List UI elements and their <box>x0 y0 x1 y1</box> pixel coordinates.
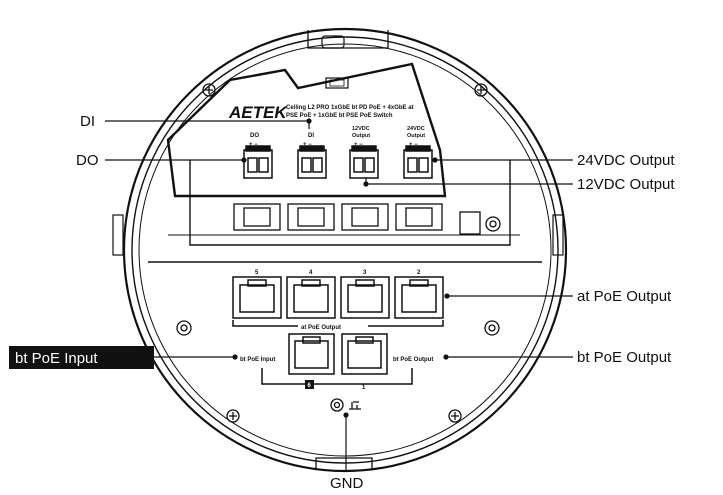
bt-input-device-label: bt PoE Input <box>240 357 275 363</box>
housing <box>112 27 568 473</box>
callout-gnd: GND <box>330 475 364 492</box>
terminal-label-12v-line1: 12VDC <box>352 126 370 132</box>
terminal-label-do: DO <box>250 133 259 139</box>
ground-icon <box>330 398 361 412</box>
port-number-3: 3 <box>363 270 367 276</box>
port-number-5: 5 <box>255 270 259 276</box>
rj45-port-1 <box>341 333 388 375</box>
screw-icon <box>448 409 462 423</box>
screw-icon <box>474 83 488 97</box>
terminal-block-do <box>243 145 273 179</box>
rj45-port-2 <box>394 276 444 319</box>
rj45-port-3 <box>340 276 390 319</box>
rj45-port-4 <box>286 276 336 319</box>
polarity-do: + − <box>249 142 258 148</box>
port-1-label: 1 <box>362 385 366 391</box>
terminal-block-di <box>297 145 327 179</box>
bt-output-device-label: bt PoE Output <box>393 357 433 363</box>
terminal-block-24v <box>403 145 433 179</box>
screw-icon <box>484 320 500 336</box>
terminal-block-12v <box>349 145 379 179</box>
rj45-port-5 <box>232 276 282 319</box>
port-number-2: 2 <box>417 270 421 276</box>
terminal-blocks <box>243 145 433 179</box>
polarity-di: + − <box>303 142 312 148</box>
callout-do: DO <box>76 152 99 169</box>
callout-24vdc-output: 24VDC Output <box>577 152 675 169</box>
bt-poe-ports <box>261 333 413 385</box>
rj45-port-6 <box>288 333 335 375</box>
terminal-label-di: DI <box>308 133 314 139</box>
port-number-4: 4 <box>309 270 313 276</box>
terminal-label-12v-line2: Output <box>352 133 370 139</box>
at-poe-ports <box>232 276 444 327</box>
screw-icon <box>176 320 192 336</box>
port-6-label: 6 <box>308 383 312 389</box>
polarity-24v: + − <box>409 142 418 148</box>
polarity-12v: + − <box>354 142 363 148</box>
callout-bt-poe-output: bt PoE Output <box>577 349 672 366</box>
callout-bt-poe-input: bt PoE Input <box>15 350 98 367</box>
terminal-label-24v-line1: 24VDC <box>407 126 425 132</box>
leader-lines <box>105 118 573 470</box>
screw-icon <box>202 83 216 97</box>
top-cover <box>166 62 447 198</box>
callout-at-poe-output: at PoE Output <box>577 288 672 305</box>
device-description-line1: Ceiling L2 PRO 1xGbE bt PD PoE + 4xGbE a… <box>286 105 414 111</box>
terminal-label-24v-line2: Output <box>407 133 425 139</box>
brand-logo: AETEK <box>228 103 288 122</box>
callout-12vdc-output: 12VDC Output <box>577 176 675 193</box>
screw-icons <box>176 83 501 423</box>
port-6-badge <box>305 380 314 389</box>
at-poe-group-label: at PoE Output <box>301 325 341 331</box>
cable-clamps <box>233 203 481 235</box>
screw-icon <box>226 409 240 423</box>
callout-di: DI <box>80 113 95 130</box>
callout-bt-poe-input-bg <box>9 346 154 369</box>
device-description-line2: PSE PoE + 1xGbE bt PSE PoE Switch <box>286 113 393 119</box>
screw-icon <box>485 216 501 232</box>
